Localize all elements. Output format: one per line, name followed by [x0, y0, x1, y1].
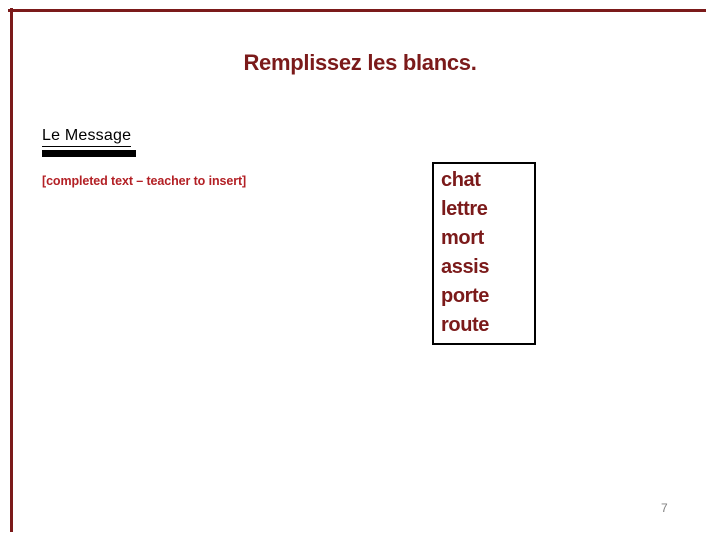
page-number: 7 [661, 501, 668, 515]
word-bank-item: porte [441, 285, 490, 307]
top-border-line [8, 9, 706, 12]
word-bank-item: mort [441, 227, 484, 249]
section-heading-underline-bar [42, 150, 136, 157]
section-heading: Le Message [42, 127, 132, 147]
teacher-note: [completed text – teacher to insert] [42, 174, 247, 188]
word-bank-item: assis [441, 256, 490, 278]
word-bank-box: chat lettre mort assis porte route [432, 162, 536, 345]
left-border-line [10, 8, 13, 532]
slide-title: Remplissez les blancs. [243, 50, 477, 75]
word-bank-item: lettre [441, 198, 488, 220]
word-bank-item: route [441, 314, 490, 336]
word-bank-item: chat [441, 169, 481, 191]
